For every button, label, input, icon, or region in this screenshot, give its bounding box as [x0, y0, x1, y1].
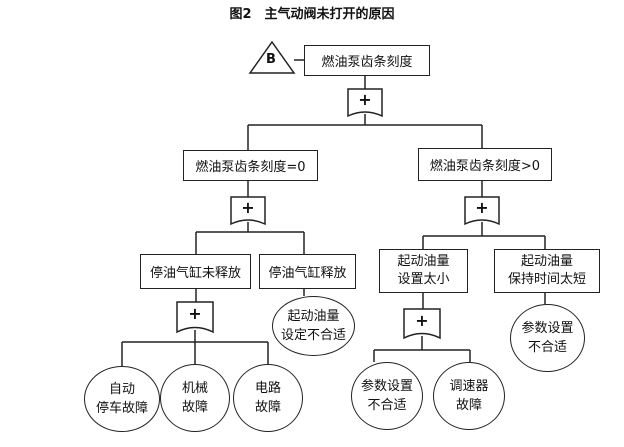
basic-event-parameter-setting-a: 参数设置 不合适	[510, 304, 585, 372]
basic-event-auto-stop-fault: 自动 停车故障	[84, 366, 160, 432]
basic-event-e7-line2: 故障	[455, 398, 482, 413]
basic-event-e2-line2: 不合适	[527, 340, 567, 355]
event-start-fuel-too-small: 起动油量 设置太小	[379, 249, 468, 293]
basic-event-e1-line1: 起动油量	[287, 309, 340, 324]
or-gate-2	[230, 196, 266, 226]
basic-event-e4-line2: 故障	[181, 400, 208, 415]
gate-3-symbol: +	[475, 198, 489, 217]
basic-event-e1-line2: 设定不合适	[280, 328, 346, 343]
top-event-box: 燃油泵齿条刻度	[304, 45, 430, 76]
basic-event-e2-line1: 参数设置	[521, 321, 574, 336]
event-start-fuel-hold-line1: 起动油量	[520, 254, 573, 269]
basic-event-e5-line2: 故障	[254, 400, 281, 415]
basic-event-e7-line1: 调速器	[449, 379, 489, 394]
figure-title: 图2 主气动阀未打开的原因	[229, 7, 395, 22]
basic-event-e6-line2: 不合适	[367, 398, 407, 413]
event-start-fuel-hold-line2: 保持时间太短	[507, 272, 586, 287]
basic-event-e3-line1: 自动	[108, 382, 135, 397]
or-gate-5	[403, 308, 441, 340]
transfer-label: B	[266, 52, 276, 67]
basic-event-e4-line1: 机械	[181, 381, 208, 396]
gate-2-symbol: +	[241, 198, 255, 217]
basic-event-e6-line1: 参数设置	[360, 379, 413, 394]
or-gate-4	[176, 301, 214, 334]
basic-event-mechanical-fault: 机械 故障	[160, 364, 230, 432]
gate-1-symbol: +	[358, 90, 372, 109]
event-rack-positive: 燃油泵齿条刻度>0	[418, 148, 552, 181]
event-cylinder-not-released: 停油气缸未释放	[140, 254, 251, 289]
basic-event-e5-line1: 电路	[254, 381, 281, 396]
transfer-triangle	[248, 40, 296, 74]
or-gate-3	[464, 196, 500, 226]
gate-4-symbol: +	[188, 304, 202, 323]
basic-event-circuit-fault: 电路 故障	[233, 364, 303, 432]
event-rack-zero: 燃油泵齿条刻度=0	[183, 150, 318, 181]
event-start-fuel-too-small-line1: 起动油量	[397, 254, 450, 269]
basic-event-start-fuel-setting: 起动油量 设定不合适	[272, 296, 355, 356]
event-cylinder-released: 停油气缸释放	[259, 254, 356, 289]
event-start-fuel-too-small-line2: 设置太小	[397, 272, 450, 287]
or-gate-1	[347, 88, 383, 118]
basic-event-parameter-setting-b: 参数设置 不合适	[351, 362, 423, 430]
event-start-fuel-hold-too-short: 起动油量 保持时间太短	[494, 249, 600, 293]
basic-event-governor-fault: 调速器 故障	[433, 362, 505, 430]
basic-event-e3-line2: 停车故障	[95, 401, 148, 416]
gate-5-symbol: +	[415, 311, 429, 330]
